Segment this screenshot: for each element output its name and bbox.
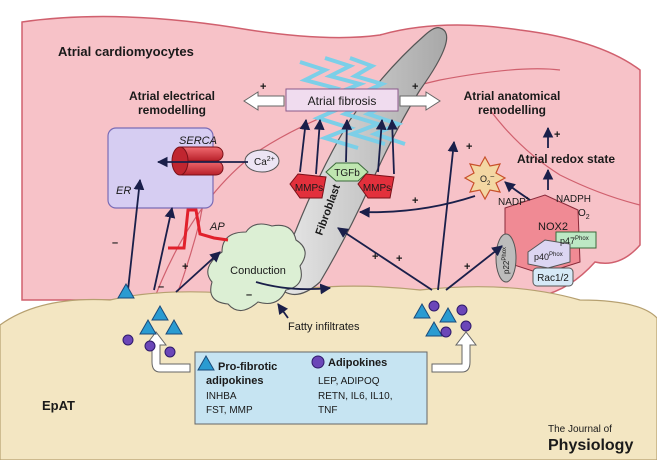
- legend-adipokines-items-3: TNF: [318, 405, 337, 416]
- label-p40: p40Phox: [534, 252, 563, 262]
- label-calcium: Ca2+: [254, 156, 275, 168]
- epat-arrow-right: [431, 331, 478, 373]
- label-p22: p22Phox: [502, 247, 511, 274]
- label-tgfb: TGFb: [334, 168, 360, 179]
- label-rac: Rac1/2: [537, 273, 569, 284]
- calcium-ion: [244, 149, 280, 173]
- legend-box: [194, 351, 428, 425]
- fibrosis-arrow-left: [243, 91, 285, 111]
- sign-minus-er-2: –: [158, 281, 164, 293]
- legend-profibrotic-items-2: FST, MMP: [206, 405, 253, 416]
- adipokine-circles: [122, 300, 472, 369]
- label-atrial-cardiomyocytes: Atrial cardiomyocytes: [58, 44, 194, 59]
- sign-plus-conduction: +: [182, 261, 188, 273]
- atrial-fibrosis-box: [285, 88, 399, 112]
- nox2-complex: [495, 194, 597, 287]
- label-p47: p47Phox: [560, 236, 589, 246]
- journal-line-1: The Journal of: [548, 424, 612, 435]
- sign-minus-conduction: –: [246, 289, 252, 301]
- sign-plus-fibrosis-right: +: [412, 81, 418, 93]
- label-mmps-right: MMPs: [363, 183, 391, 194]
- label-fatty-infiltrates: Fatty infiltrates: [288, 321, 360, 333]
- effect-signs: + + – – – + + + + + + +: [112, 81, 560, 301]
- tgfb-hexagon: [325, 162, 369, 182]
- legend-profibrotic-items-1: INHBA: [206, 391, 237, 402]
- label-anatomical-remodelling-2: remodelling: [478, 103, 546, 117]
- sign-plus-epat-2: +: [464, 261, 470, 273]
- label-atrial-fibrosis: Atrial fibrosis: [308, 94, 377, 108]
- journal-line-2: Physiology: [548, 437, 633, 454]
- sign-plus-epat-1: +: [396, 253, 402, 265]
- label-nadph: NADPH: [556, 194, 591, 205]
- legend-profibrotic-title-1: Pro-fibrotic: [218, 361, 277, 373]
- cell-membrane-line-2: [489, 109, 641, 206]
- action-potential-trace: [168, 208, 229, 250]
- fibrosis-arrow-right: [399, 91, 441, 111]
- label-o2: O2: [578, 208, 590, 221]
- legend-adipokines-items-2: RETN, IL6, IL10,: [318, 391, 392, 402]
- mmps-right-shape: [357, 173, 395, 199]
- serca-pump: [171, 146, 224, 176]
- legend-adipokines-items-1: LEP, ADIPOQ: [318, 376, 380, 387]
- sign-plus-redox: +: [554, 129, 560, 141]
- label-electrical-remodelling-1: Atrial electrical: [129, 89, 215, 103]
- label-conduction: Conduction: [230, 265, 286, 277]
- sign-minus-er-1: –: [112, 237, 118, 249]
- sign-plus-fibroblast: +: [372, 251, 378, 263]
- legend-adipokines-title: Adipokines: [328, 357, 387, 369]
- label-nox2: NOX2: [538, 221, 568, 233]
- signaling-arrows: [127, 118, 554, 319]
- sign-plus-fibrosis-left: +: [260, 81, 266, 93]
- profibrotic-triangles: [117, 282, 457, 371]
- label-electrical-remodelling-2: remodelling: [138, 103, 206, 117]
- label-epat: EpAT: [42, 398, 75, 413]
- label-superoxide: O2–: [480, 173, 494, 187]
- label-er: ER: [116, 185, 131, 197]
- label-redox-state: Atrial redox state: [517, 152, 615, 166]
- legend-profibrotic-title-2: adipokines: [206, 375, 263, 387]
- mmps-left-shape: [289, 173, 327, 199]
- superoxide-star: [463, 155, 507, 201]
- sign-plus-o2-path: +: [412, 195, 418, 207]
- epat-arrow-left: [144, 331, 191, 373]
- label-nadp: NADP+: [498, 196, 530, 208]
- conduction-cloud: [207, 223, 306, 312]
- sign-plus-anatomical: +: [466, 141, 472, 153]
- label-mmps-left: MMPs: [295, 183, 323, 194]
- label-anatomical-remodelling-1: Atrial anatomical: [464, 89, 561, 103]
- label-serca: SERCA: [179, 135, 217, 147]
- label-ap: AP: [209, 221, 225, 233]
